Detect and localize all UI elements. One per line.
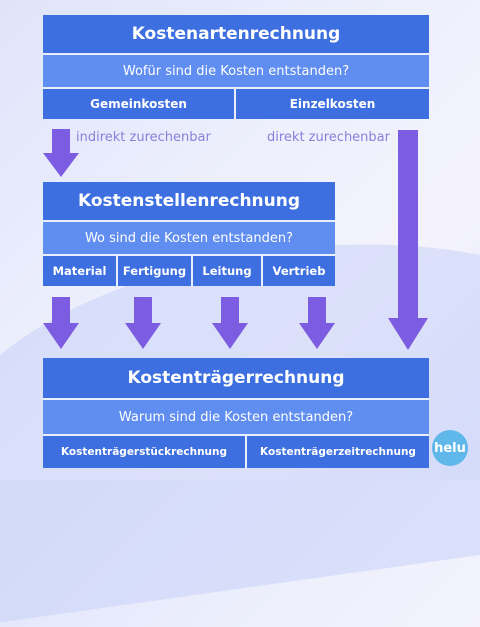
- kostenstellenrechnung-categories: Material Fertigung Leitung Vertrieb: [43, 254, 335, 286]
- category-gemeinkosten: Gemeinkosten: [43, 89, 234, 119]
- kostenartenrechnung-box: Kostenartenrechnung Wofür sind die Koste…: [43, 15, 429, 119]
- kostentraegerrechnung-question: Warum sind die Kosten entstanden?: [43, 398, 429, 434]
- category-fertigung: Fertigung: [116, 256, 191, 286]
- arrow-material: [43, 297, 79, 349]
- kostentraegerrechnung-categories: Kostenträgerstückrechnung Kostenträgerze…: [43, 434, 429, 468]
- arrow-fertigung: [125, 297, 161, 349]
- arrow-direct: [388, 130, 428, 350]
- category-kostentraegerstueckrechnung: Kostenträgerstückrechnung: [43, 436, 245, 468]
- kostentraegerrechnung-title: Kostenträgerrechnung: [43, 358, 429, 398]
- kostenstellenrechnung-box: Kostenstellenrechnung Wo sind die Kosten…: [43, 182, 335, 286]
- kostenstellenrechnung-question: Wo sind die Kosten entstanden?: [43, 220, 335, 254]
- kostenartenrechnung-title: Kostenartenrechnung: [43, 15, 429, 53]
- category-vertrieb: Vertrieb: [261, 256, 335, 286]
- kostenartenrechnung-question: Wofür sind die Kosten entstanden?: [43, 53, 429, 87]
- category-material: Material: [43, 256, 116, 286]
- category-kostentraegerzeitrechnung: Kostenträgerzeitrechnung: [245, 436, 429, 468]
- arrow-indirect: [43, 129, 79, 177]
- indirect-label: indirekt zurechenbar: [76, 130, 211, 145]
- direct-label: direkt zurechenbar: [267, 130, 390, 145]
- arrow-leitung: [212, 297, 248, 349]
- category-einzelkosten: Einzelkosten: [234, 89, 429, 119]
- helu-logo: helu: [432, 430, 468, 466]
- kostenartenrechnung-categories: Gemeinkosten Einzelkosten: [43, 87, 429, 119]
- kostenstellenrechnung-title: Kostenstellenrechnung: [43, 182, 335, 220]
- kostentraegerrechnung-box: Kostenträgerrechnung Warum sind die Kost…: [43, 358, 429, 468]
- arrow-vertrieb: [299, 297, 335, 349]
- category-leitung: Leitung: [191, 256, 261, 286]
